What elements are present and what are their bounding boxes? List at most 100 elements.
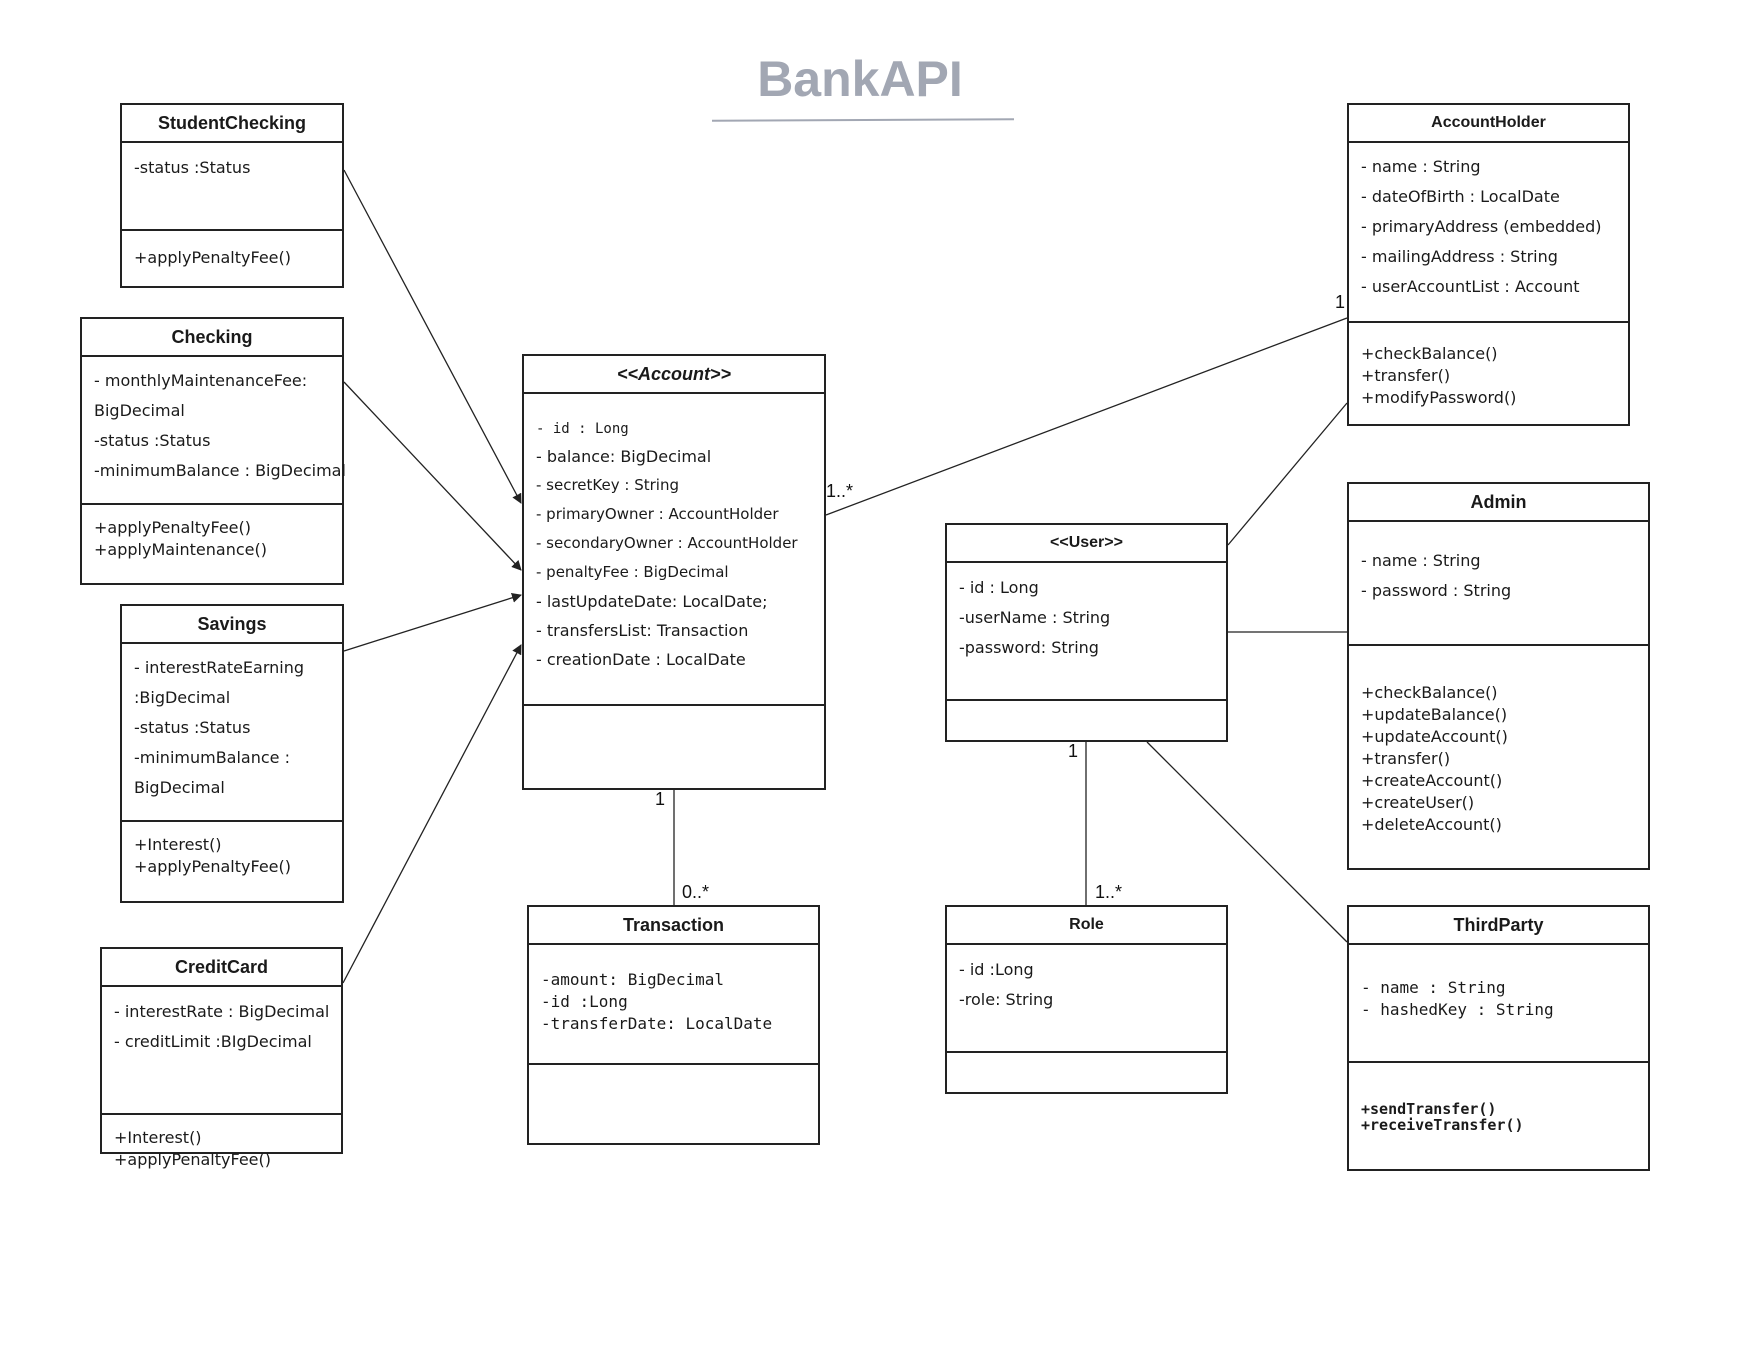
diagram-title: BankAPI xyxy=(757,51,963,107)
class-name: Role xyxy=(947,907,1226,945)
attribute: -status :Status xyxy=(134,718,251,737)
attribute: BigDecimal xyxy=(94,401,185,420)
class-name: Admin xyxy=(1349,484,1648,522)
attribute: - id : Long xyxy=(959,578,1039,597)
attribute: - name : String xyxy=(1361,157,1481,176)
operations-compartment: +sendTransfer() +receiveTransfer() xyxy=(1349,1063,1648,1169)
attribute: - name : String xyxy=(1361,978,1506,997)
attribute: - penaltyFee : BigDecimal xyxy=(536,563,729,581)
operations-compartment xyxy=(947,701,1226,740)
operation: +updateAccount() xyxy=(1361,727,1508,746)
association-account-accountholder xyxy=(825,317,1348,516)
attribute: - secretKey : String xyxy=(536,476,679,494)
generalization-savings-account xyxy=(343,592,522,652)
attribute: -transferDate: LocalDate xyxy=(541,1014,773,1033)
class-creditcard[interactable]: CreditCard - interestRate : BigDecimal -… xyxy=(100,947,343,1169)
class-user[interactable]: <<User>> - id : Long -userName : String … xyxy=(945,523,1228,742)
class-name: CreditCard xyxy=(102,949,341,987)
multiplicity-label: 0..* xyxy=(682,882,710,902)
attribute: - transfersList: Transaction xyxy=(536,621,749,640)
class-name: Checking xyxy=(82,319,342,357)
class-transaction[interactable]: Transaction -amount: BigDecimal -id :Lon… xyxy=(527,905,820,1145)
attributes-compartment: - monthlyMaintenanceFee: BigDecimal -sta… xyxy=(82,357,346,505)
attributes-compartment: -amount: BigDecimal -id :Long -transferD… xyxy=(529,945,818,1065)
attribute: -password: String xyxy=(959,638,1099,657)
attributes-compartment: - interestRate : BigDecimal - creditLimi… xyxy=(102,987,341,1115)
attribute: - name : String xyxy=(1361,551,1481,570)
operation: +applyPenaltyFee() xyxy=(134,248,291,267)
operations-compartment: +applyPenaltyFee() +applyMaintenance() xyxy=(82,505,342,583)
association-user-thirdparty xyxy=(1146,741,1348,943)
generalization-creditcard-account xyxy=(342,644,522,984)
operation: +sendTransfer() xyxy=(1361,1100,1497,1118)
attribute: - balance: BigDecimal xyxy=(536,447,712,466)
attribute: -minimumBalance : BigDecimal xyxy=(94,461,346,480)
attribute: - lastUpdateDate: LocalDate; xyxy=(536,592,768,611)
operation: +applyMaintenance() xyxy=(94,540,267,559)
operation: +checkBalance() xyxy=(1361,683,1498,702)
class-admin[interactable]: Admin - name : String - password : Strin… xyxy=(1347,482,1650,870)
operation: +createAccount() xyxy=(1361,771,1503,790)
attribute: - secondaryOwner : AccountHolder xyxy=(536,534,798,552)
attribute: - id :Long xyxy=(959,960,1034,979)
class-name: Savings xyxy=(122,606,342,644)
operations-compartment: +Interest() +applyPenaltyFee() xyxy=(122,822,342,901)
class-accountholder[interactable]: AccountHolder - name : String - dateOfBi… xyxy=(1347,103,1630,426)
class-checking[interactable]: Checking - monthlyMaintenanceFee: BigDec… xyxy=(80,317,346,585)
attributes-compartment: -status :Status xyxy=(122,143,342,231)
attribute: - monthlyMaintenanceFee: xyxy=(94,371,308,390)
attribute: -status :Status xyxy=(134,158,251,177)
attribute: - hashedKey : String xyxy=(1361,1000,1554,1019)
attribute: :BigDecimal xyxy=(134,688,231,707)
association-user-accountholder xyxy=(1227,402,1348,546)
operation: +modifyPassword() xyxy=(1361,388,1517,407)
operation: +createUser() xyxy=(1361,793,1475,812)
class-name: ThirdParty xyxy=(1349,907,1648,945)
operation: +applyPenaltyFee() xyxy=(134,857,291,876)
operation: +updateBalance() xyxy=(1361,705,1508,724)
operation: +Interest() xyxy=(114,1128,202,1147)
generalization-studentchecking-account xyxy=(343,169,522,504)
class-name: AccountHolder xyxy=(1349,105,1628,143)
attributes-compartment: - id : Long -userName : String -password… xyxy=(947,563,1226,701)
operations-compartment: +applyPenaltyFee() xyxy=(122,231,342,286)
attribute: - creditLimit :BIgDecimal xyxy=(114,1032,312,1051)
attribute: -role: String xyxy=(959,990,1054,1009)
operations-compartment xyxy=(524,706,824,788)
operations-compartment: +Interest() +applyPenaltyFee() xyxy=(102,1115,341,1171)
attribute: BigDecimal xyxy=(134,778,225,797)
attribute: -minimumBalance : xyxy=(134,748,290,767)
attribute: -userName : String xyxy=(959,608,1111,627)
attribute: - mailingAddress : String xyxy=(1361,247,1558,266)
operation: +transfer() xyxy=(1361,749,1451,768)
operation: +applyPenaltyFee() xyxy=(94,518,251,537)
class-thirdparty[interactable]: ThirdParty - name : String - hashedKey :… xyxy=(1347,905,1650,1171)
attribute: - interestRateEarning xyxy=(134,658,305,677)
class-name: Transaction xyxy=(529,907,818,945)
operation: +receiveTransfer() xyxy=(1361,1116,1524,1134)
attribute: - primaryOwner : AccountHolder xyxy=(536,505,779,523)
attribute: - primaryAddress (embedded) xyxy=(1361,217,1602,236)
class-name: StudentChecking xyxy=(122,105,342,143)
attribute: -status :Status xyxy=(94,431,211,450)
class-studentchecking[interactable]: StudentChecking -status :Status +applyPe… xyxy=(120,103,344,288)
multiplicity-label: 1..* xyxy=(1095,882,1123,902)
attribute: - id : Long xyxy=(536,421,629,437)
class-role[interactable]: Role - id :Long -role: String xyxy=(945,905,1228,1094)
operations-compartment xyxy=(529,1065,818,1143)
attribute: - userAccountList : Account xyxy=(1361,277,1580,296)
attributes-compartment: - name : String - dateOfBirth : LocalDat… xyxy=(1349,143,1628,323)
operations-compartment: +checkBalance() +updateBalance() +update… xyxy=(1349,646,1648,868)
attribute: - interestRate : BigDecimal xyxy=(114,1002,330,1021)
operation: +transfer() xyxy=(1361,366,1451,385)
multiplicity-label: 1 xyxy=(655,789,666,809)
class-savings[interactable]: Savings - interestRateEarning :BigDecima… xyxy=(120,604,344,903)
generalization-checking-account xyxy=(343,381,522,571)
class-name: <<User>> xyxy=(947,525,1226,563)
attribute: -amount: BigDecimal xyxy=(541,970,725,989)
operation: +checkBalance() xyxy=(1361,344,1498,363)
attributes-compartment: - name : String - password : String xyxy=(1349,522,1648,646)
operation: +applyPenaltyFee() xyxy=(114,1150,271,1169)
class-account[interactable]: <<Account>> - id : Long - balance: BigDe… xyxy=(522,354,826,790)
